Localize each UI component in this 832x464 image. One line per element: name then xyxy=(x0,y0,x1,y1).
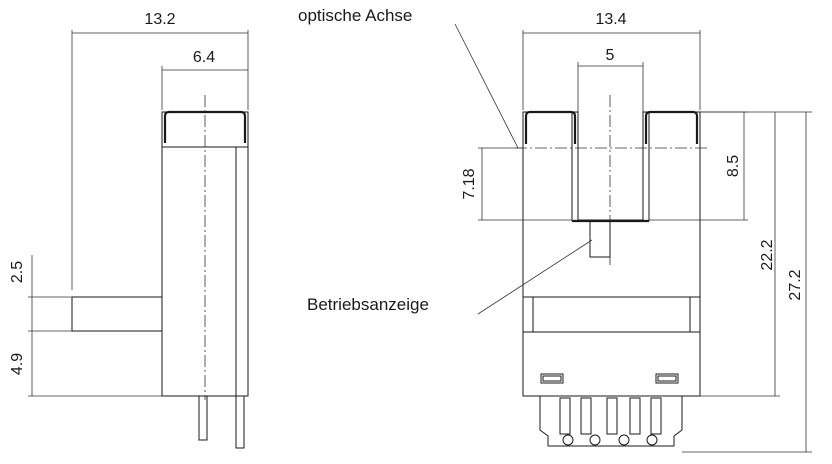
side-view: 13.2 6.4 2.5 4.9 xyxy=(9,11,249,449)
label-optical-axis: optische Achse xyxy=(298,6,412,25)
label-indicator: Betriebsanzeige xyxy=(307,295,429,314)
dim-right-total-width: 13.4 xyxy=(595,11,626,28)
dim-right-slot-width: 5 xyxy=(606,47,615,64)
dim-left-top-gap: 2.5 xyxy=(9,261,26,283)
front-view: 13.4 5 xyxy=(454,11,812,453)
dim-left-body-width: 6.4 xyxy=(193,49,215,66)
dim-right-slot-depth: 8.5 xyxy=(725,155,742,177)
dim-right-axis-height: 7.18 xyxy=(461,168,478,199)
dim-left-bottom-gap: 4.9 xyxy=(9,353,26,375)
pins xyxy=(548,397,674,447)
dim-left-total-width: 13.2 xyxy=(144,11,175,28)
dim-right-total-height: 27.2 xyxy=(787,269,804,300)
dim-right-body-height: 22.2 xyxy=(759,239,776,270)
